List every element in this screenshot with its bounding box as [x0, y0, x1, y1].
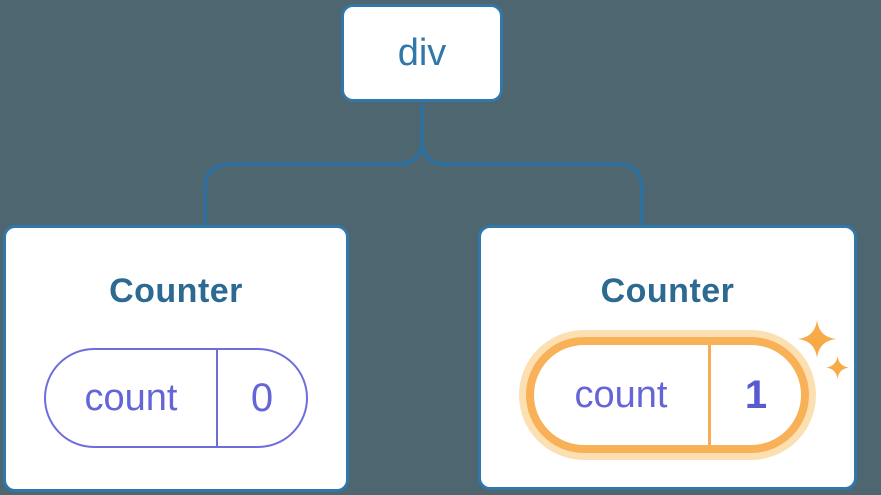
state-value-cell: 1: [711, 345, 801, 445]
sparkle-icon: [798, 320, 836, 358]
connector-left-branch: [203, 139, 424, 226]
state-key-cell: count: [534, 345, 711, 445]
card-title: Counter: [109, 272, 243, 310]
highlight-ring: count 1: [526, 337, 809, 453]
state-pill: count 1: [534, 345, 801, 445]
state-key-cell: count: [46, 350, 218, 446]
state-key-label: count: [574, 374, 668, 416]
state-value: 0: [250, 376, 274, 420]
state-pill: count 0: [44, 348, 308, 448]
state-value-cell: 0: [218, 350, 306, 446]
root-node-div: div: [341, 4, 503, 102]
counter-card-right: Counter count 1: [478, 225, 857, 490]
counter-card-left: Counter count 0: [3, 225, 349, 492]
state-pill-highlighted: count 1: [519, 330, 816, 460]
state-key-label: count: [84, 377, 178, 419]
connector-right-branch: [420, 139, 644, 226]
sparkle-icon: [826, 356, 849, 379]
card-title: Counter: [600, 272, 735, 310]
root-node-label: div: [397, 32, 447, 74]
state-value: 1: [744, 373, 768, 417]
